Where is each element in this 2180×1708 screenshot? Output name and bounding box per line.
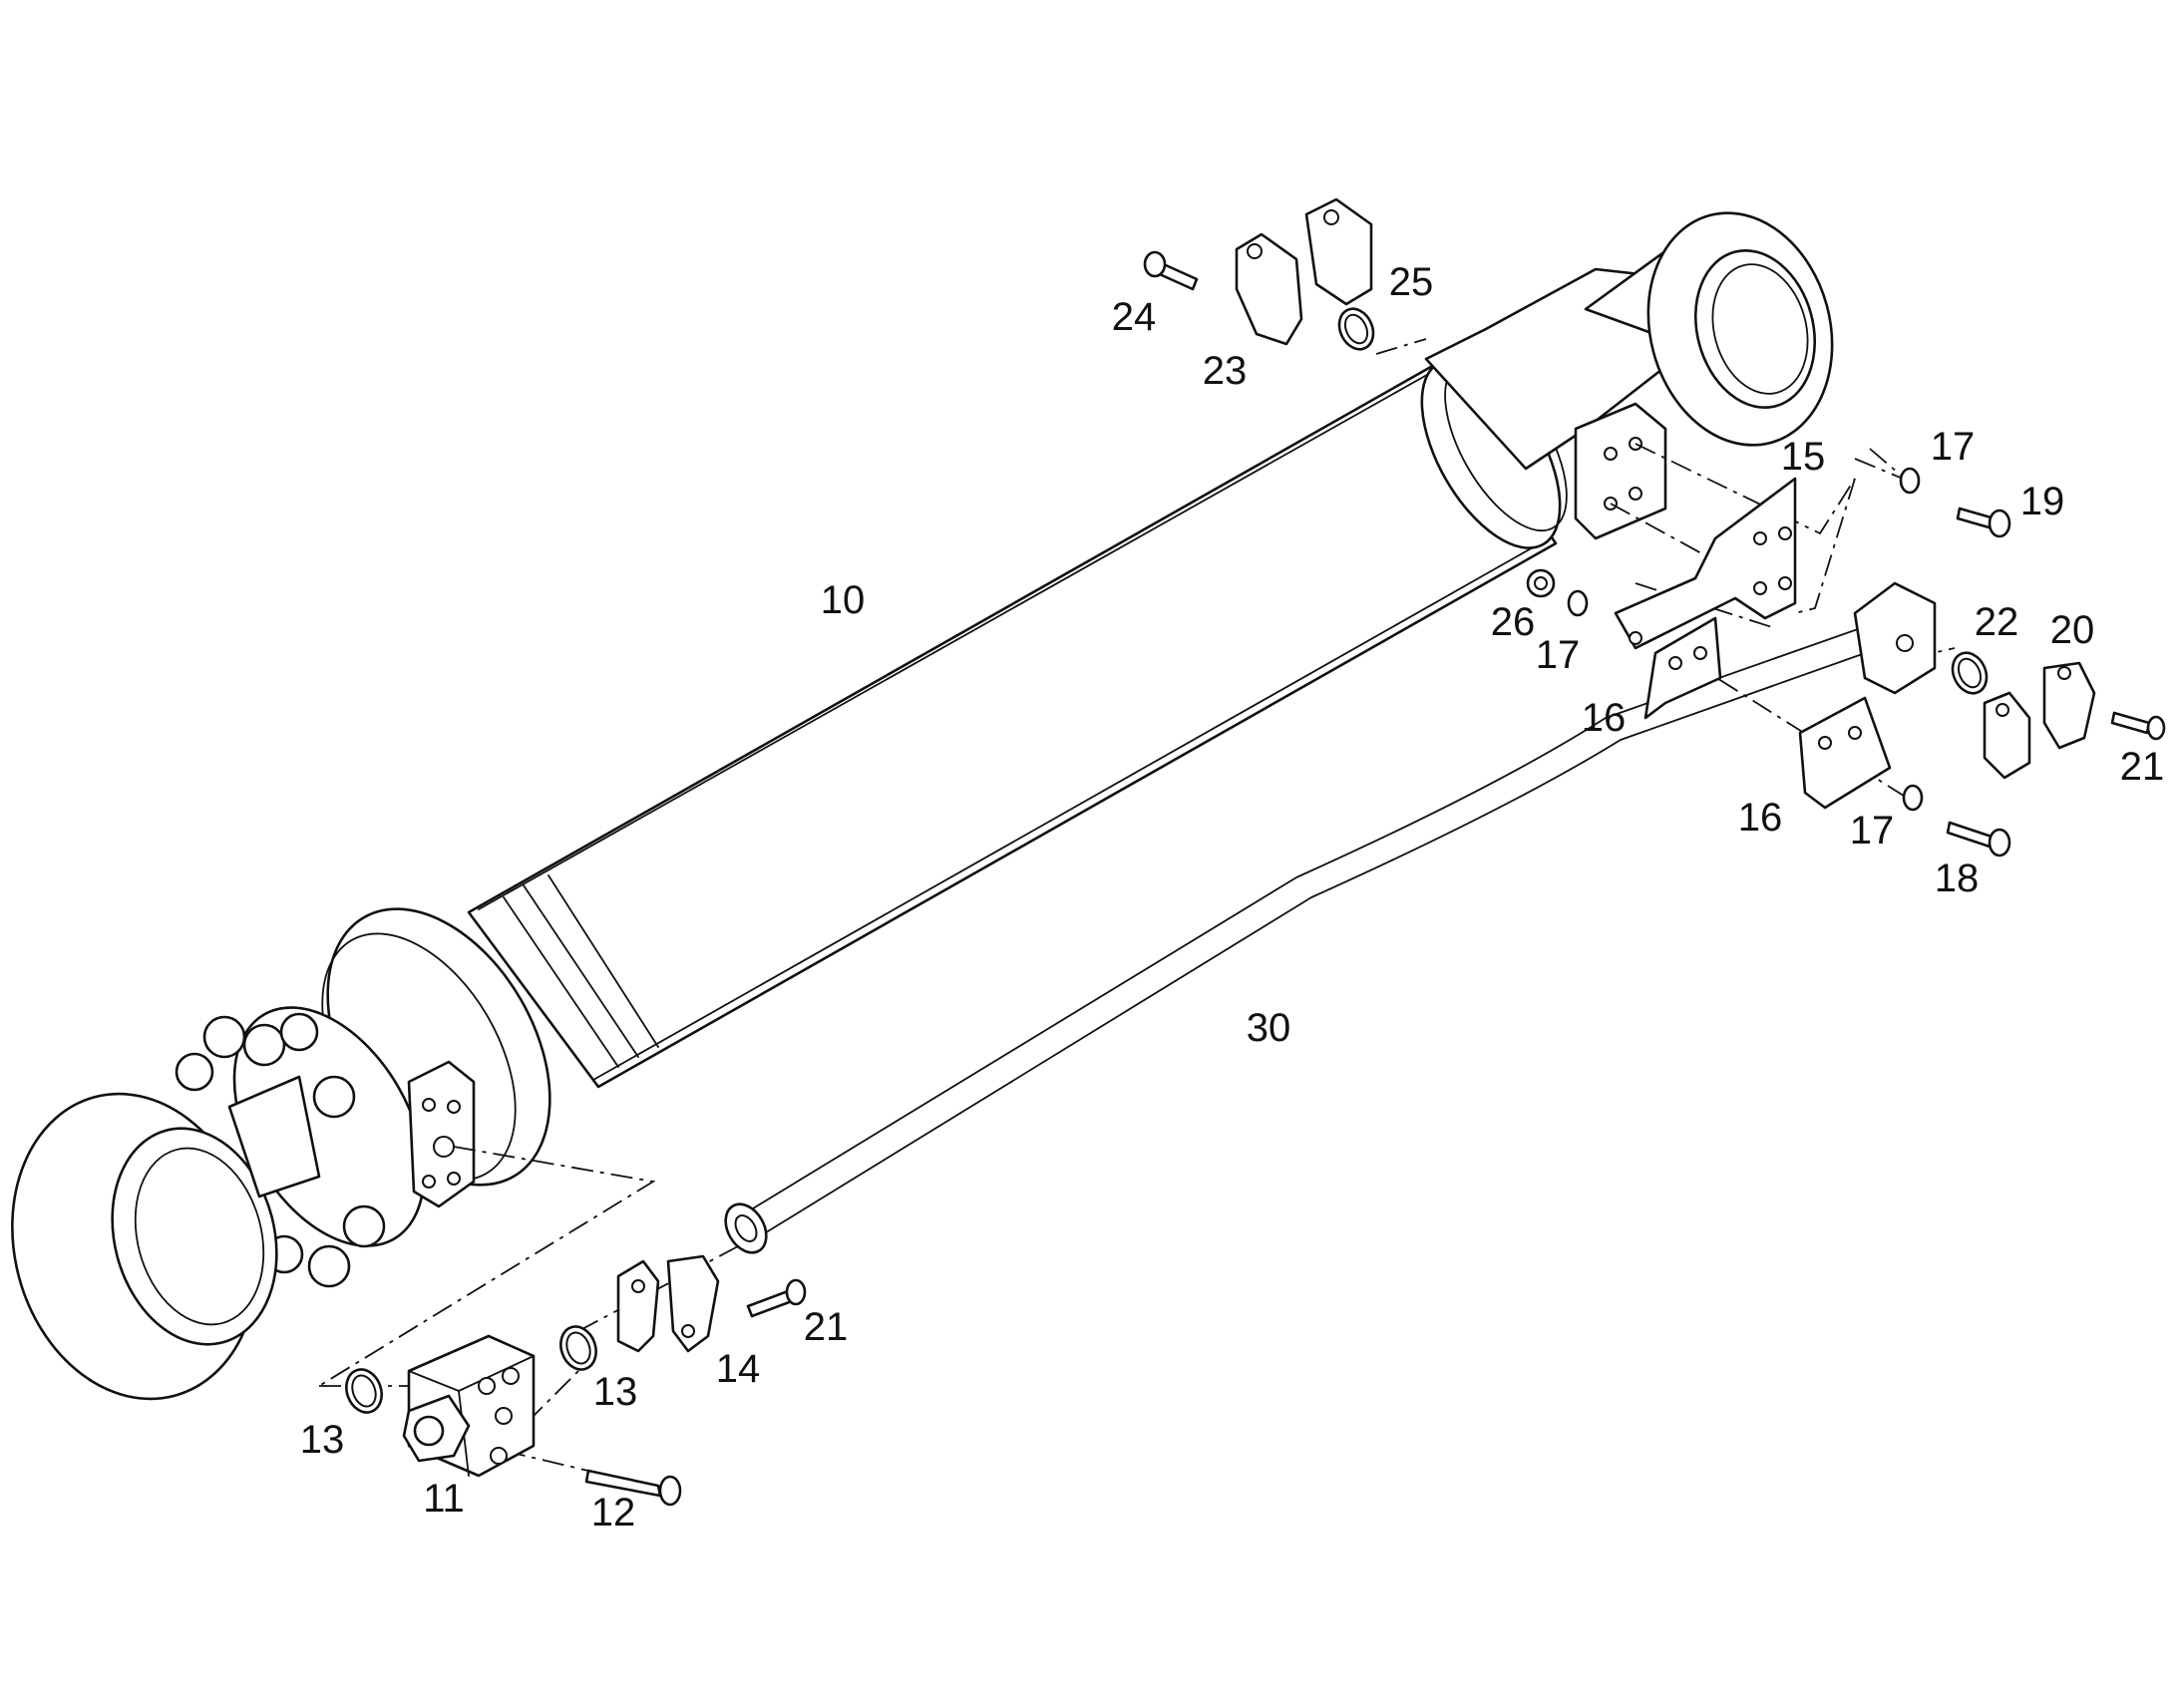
callout-11: 11 xyxy=(423,1477,465,1521)
washer-17-a xyxy=(1567,589,1589,617)
callout-13-right: 13 xyxy=(592,1370,638,1414)
callout-17-upper-right: 17 xyxy=(1930,425,1976,469)
callout-25: 25 xyxy=(1388,260,1434,304)
washer-17-b xyxy=(1899,467,1921,495)
bolt-18 xyxy=(1946,821,2011,857)
cylinder-barrel-10 xyxy=(467,358,1568,1089)
callout-22: 22 xyxy=(1974,600,2019,644)
callout-17-lower-left: 17 xyxy=(1535,633,1581,677)
callout-26: 26 xyxy=(1490,600,1536,644)
callout-15: 15 xyxy=(1780,435,1826,479)
bolt-12 xyxy=(584,1469,682,1507)
o-ring-13-left xyxy=(345,1368,383,1414)
washer-17-c xyxy=(1902,784,1924,812)
callout-16-upper: 16 xyxy=(1581,696,1627,740)
split-flange-20 xyxy=(1983,661,2096,780)
rod-end-eye xyxy=(1424,211,1834,540)
callout-14: 14 xyxy=(715,1347,761,1391)
callout-20: 20 xyxy=(2049,608,2095,652)
assembly-leader-lines xyxy=(318,338,1956,1472)
callout-12: 12 xyxy=(590,1491,636,1535)
bottom-eye-left xyxy=(11,1075,321,1401)
bracket-15 xyxy=(1614,477,1797,650)
callout-10: 10 xyxy=(820,578,866,622)
valve-block-11 xyxy=(402,1334,536,1478)
o-ring-22 xyxy=(1951,651,1989,695)
nut-26 xyxy=(1526,568,1556,598)
bolt-24 xyxy=(1143,250,1199,291)
bolt-21-lower xyxy=(746,1278,807,1318)
callout-23: 23 xyxy=(1202,349,1248,393)
split-flange-23 xyxy=(1235,197,1373,346)
callout-21-lower: 21 xyxy=(803,1305,849,1349)
callout-18: 18 xyxy=(1934,856,1980,900)
pipe-end-flange xyxy=(1853,581,1937,695)
o-ring-13-right xyxy=(559,1325,597,1371)
callout-24: 24 xyxy=(1111,295,1157,339)
callout-30: 30 xyxy=(1246,1006,1291,1050)
o-ring-25 xyxy=(1337,307,1375,351)
callout-13-left: 13 xyxy=(299,1418,345,1462)
callout-17-lower-right: 17 xyxy=(1849,809,1895,853)
split-flange-14 xyxy=(616,1254,720,1353)
clamp-plate-16-upper xyxy=(1643,616,1722,720)
hydraulic-pipe-30 xyxy=(724,622,1886,1254)
clamp-plate-16-lower xyxy=(1798,696,1892,810)
bolt-21-upper xyxy=(2110,711,2166,741)
callout-16-lower: 16 xyxy=(1737,796,1783,840)
callout-21-upper: 21 xyxy=(2119,745,2165,789)
bolt-19 xyxy=(1956,507,2011,538)
callout-19: 19 xyxy=(2019,480,2065,523)
